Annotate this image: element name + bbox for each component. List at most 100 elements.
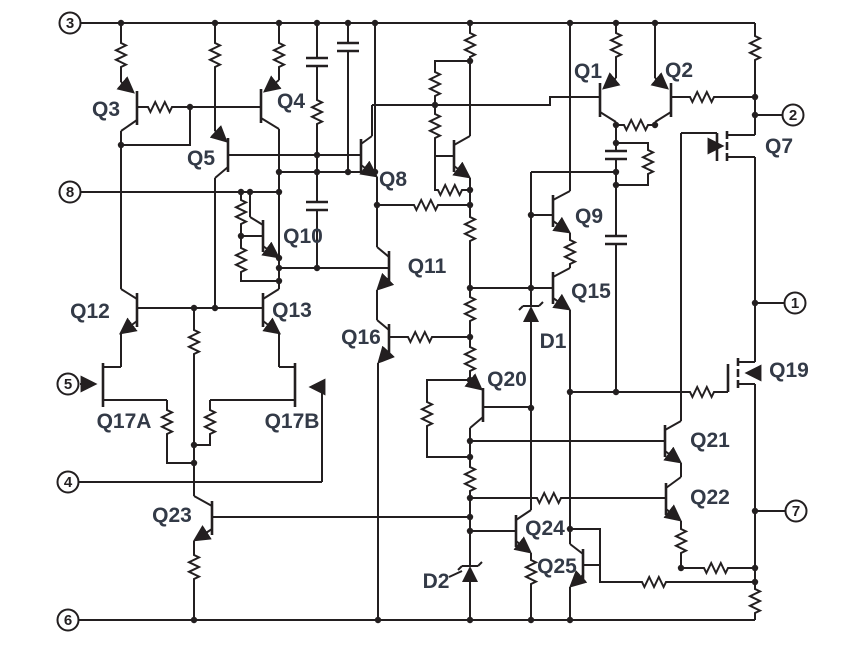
resistor (405, 331, 435, 343)
transistor-label-q2: Q2 (665, 59, 693, 82)
transistor-q25 (569, 543, 588, 588)
mosfet-q19 (726, 358, 762, 392)
transistor-label-q17a: Q17A (97, 410, 152, 433)
transistor-q8 (359, 105, 379, 178)
transistor-q13 (261, 288, 282, 335)
transistor-label-q8: Q8 (379, 168, 407, 191)
resistor (435, 184, 465, 196)
resistor (188, 327, 200, 357)
resistor (621, 119, 651, 131)
transistor-q11 (376, 246, 395, 291)
resistor (639, 576, 669, 588)
resistor (235, 197, 247, 227)
transistor-label-q13: Q13 (272, 299, 312, 322)
transistor-q24 (513, 509, 533, 554)
transistor-q21 (663, 420, 683, 464)
transistor-label-q17b: Q17B (265, 410, 320, 433)
resistor (429, 111, 441, 141)
resistor (311, 97, 323, 127)
transistor-label-q4: Q4 (277, 90, 305, 113)
transistor-label-q15: Q15 (571, 280, 611, 303)
terminal-label-2: 2 (789, 107, 797, 124)
power-rails (79, 22, 755, 621)
terminal-label-4: 4 (64, 474, 73, 491)
transistor-label-q21: Q21 (690, 429, 730, 452)
resistor (687, 386, 717, 398)
transistor-label-q24: Q24 (525, 517, 565, 540)
transistor-cascode (452, 135, 472, 179)
transistor-label-q23: Q23 (152, 504, 192, 527)
resistor (525, 557, 537, 587)
component-labels: Q1 Q2 Q3 Q4 Q5 Q7 Q8 Q9 Q10 Q11 Q12 Q13 … (70, 59, 809, 593)
resistor (145, 101, 175, 113)
resistor (411, 199, 441, 211)
junction-dots (117, 19, 759, 624)
transistor-q15 (551, 267, 572, 311)
terminal-label-7: 7 (792, 503, 800, 520)
transistor-q5 (209, 124, 230, 308)
transistor-q2 (650, 72, 673, 125)
jfet-q17a (80, 363, 105, 407)
terminal-1: 1 (783, 291, 807, 315)
capacitor (304, 200, 330, 212)
resistor (464, 30, 476, 60)
resistor (209, 40, 221, 70)
capacitor (603, 149, 629, 161)
resistor (115, 40, 127, 70)
resistor (429, 69, 441, 99)
wires-right-block (680, 23, 785, 620)
resistor (675, 526, 687, 556)
transistor-label-q25: Q25 (537, 555, 577, 578)
terminal-4: 4 (56, 470, 80, 494)
resistor (464, 464, 476, 494)
terminal-7: 7 (784, 499, 808, 523)
resistor (610, 30, 622, 60)
wires-left-block (103, 23, 470, 620)
transistor-q23 (192, 495, 214, 542)
resistor (204, 407, 216, 437)
transistor-label-q20: Q20 (487, 368, 527, 391)
jfet-q17b (293, 363, 326, 407)
capacitor (304, 56, 330, 68)
capacitor (335, 41, 361, 53)
transistor-label-q22: Q22 (690, 486, 730, 509)
terminal-6: 6 (56, 608, 80, 632)
diode-label-d2: D2 (423, 570, 450, 593)
terminal-label-3: 3 (66, 15, 74, 32)
terminal-2: 2 (781, 103, 805, 127)
terminal-3: 3 (58, 11, 82, 35)
resistor (273, 40, 285, 70)
resistor (464, 344, 476, 374)
transistor-label-q19: Q19 (769, 359, 809, 382)
terminal-5: 5 (56, 372, 80, 396)
resistor (161, 407, 173, 437)
transistor-q16 (376, 319, 396, 364)
mosfet-q7 (707, 131, 729, 161)
transistor-q22 (663, 476, 683, 522)
transistor-label-q1: Q1 (574, 60, 602, 83)
terminal-8: 8 (58, 180, 82, 204)
resistor (235, 245, 247, 275)
resistor (749, 33, 761, 63)
transistor-q1 (598, 72, 621, 125)
terminal-label-5: 5 (64, 376, 72, 393)
diode-label-d1: D1 (540, 330, 567, 353)
resistor (642, 147, 654, 177)
resistor (701, 562, 731, 574)
resistor (687, 91, 717, 103)
transistor-label-q16: Q16 (341, 326, 381, 349)
transistor-q9 (551, 190, 572, 234)
resistor (421, 399, 433, 429)
transistor-q12 (118, 145, 139, 335)
resistor (534, 492, 564, 504)
resistor (464, 214, 476, 244)
transistor-label-q5: Q5 (187, 147, 215, 170)
terminal-label-6: 6 (64, 612, 72, 629)
capacitor (603, 234, 629, 246)
resistor (749, 586, 761, 616)
transistor-q3 (116, 76, 139, 132)
resistor (464, 294, 476, 324)
transistor-label-q7: Q7 (765, 135, 793, 158)
